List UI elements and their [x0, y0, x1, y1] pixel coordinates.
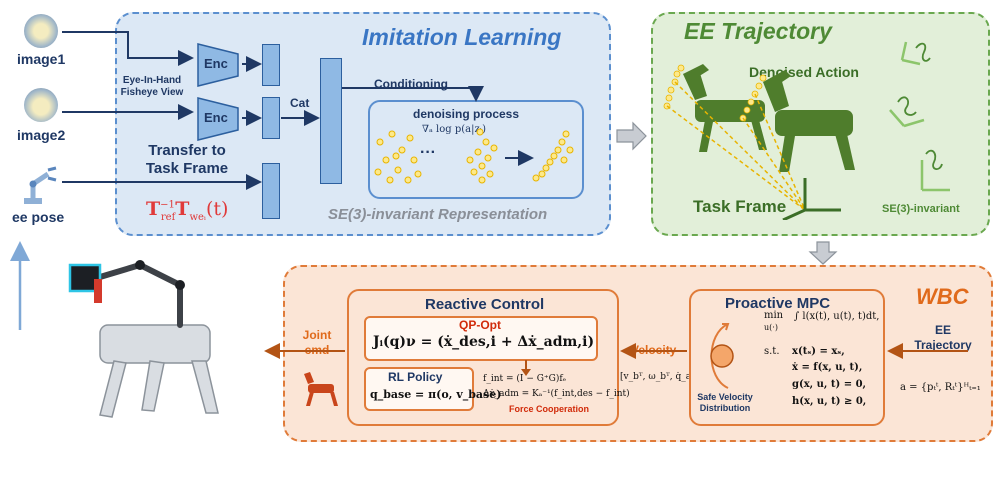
robot-arm-icon: [24, 166, 57, 204]
ee-trajectory-title: EE Trajectory: [684, 18, 832, 44]
imitation-learning-title: Imitation Learning: [362, 24, 562, 50]
transform-sup: −1: [160, 199, 175, 211]
task-frame-label: Task Frame: [693, 197, 787, 216]
rl-policy-box: [364, 367, 474, 411]
transform-sub2: weᵢ: [189, 211, 206, 223]
qp-opt-title: QP-Opt: [459, 318, 501, 332]
se3-invariant-label: SE(3)-invariant: [882, 203, 960, 215]
mpc-min: min: [764, 310, 784, 321]
mpc-constraint-3: g(x, u, t) = 0,: [792, 379, 867, 390]
image2-thumbnail: [24, 88, 58, 122]
mpc-constraint-1: x(tₛ) = xₛ,: [792, 346, 845, 357]
safe-velocity-label: Safe Velocity Distribution: [697, 392, 753, 413]
mpc-constraint-4: h(x, u, t) ≥ 0,: [792, 396, 867, 407]
ee-trajectory-input-label: EE Trajectory: [914, 323, 972, 352]
score-formula: ∇ₐ log p(a|zₜ): [422, 124, 487, 135]
image1-thumbnail: [24, 14, 58, 48]
proactive-mpc-title: Proactive MPC: [725, 295, 831, 312]
encoder-2-shape: [197, 97, 239, 141]
mpc-constraint-2: ẋ = f(x, u, t),: [792, 362, 863, 373]
real-robot-photo: [68, 260, 219, 418]
mpc-st: s.t.: [764, 346, 780, 357]
image2-label: image2: [17, 127, 66, 143]
action-formula: a = {pₜᵗ, Rₜᵗ}ᴴₜ₌₁: [900, 382, 981, 393]
encoder-1-shape: [197, 43, 239, 87]
eye-in-hand-note: Eye-In-Hand Fisheye View: [120, 75, 184, 98]
qp-to-force-arrow: [521, 360, 531, 376]
mpc-objective: ∫ l(x(t), u(t), t)dt,: [794, 311, 880, 322]
feature-bar-3: [262, 163, 280, 219]
denoising-dots: [374, 128, 574, 184]
qp-formula: Jᵢ(q)ν = (ẋ_des,i + Δẋ_adm,i): [373, 334, 595, 350]
transform-t1: T: [146, 198, 161, 220]
robot-dog-orange-icon: [304, 372, 338, 406]
fint-formula: f_int = (I − G⁺G)fₑ: [483, 374, 567, 384]
dx-adm-formula: Δẋ_adm = Kₐ⁻¹(f_int,des − f_int): [483, 389, 630, 399]
wbc-title: WBC: [916, 284, 969, 309]
transform-sub: ref: [160, 211, 176, 223]
transform-arg: (t): [205, 198, 229, 220]
velocity-vector: [v_bᵀ, ω_bᵀ, q̇_armᵀ]ᵀ: [620, 372, 715, 382]
ee-pose-label: ee pose: [12, 209, 65, 225]
feature-bar-1: [262, 44, 280, 86]
encoder-2-label: Enc: [204, 110, 228, 125]
se3-invariant-trajectories: [889, 41, 950, 192]
encoder-1-label: Enc: [204, 56, 228, 71]
denoising-process-title: denoising process: [413, 107, 520, 121]
se3-representation-label: SE(3)-invariant Representation: [328, 206, 548, 223]
rl-formula: q_base = π(o, v_base): [370, 388, 502, 401]
force-cooperation-label: Force Cooperation: [509, 404, 590, 414]
qp-opt-box: [364, 316, 598, 361]
image1-label: image1: [17, 51, 66, 67]
rl-policy-title: RL Policy: [388, 370, 443, 384]
cat-label: Cat: [290, 96, 310, 110]
mpc-min-sub: u(·): [764, 323, 778, 332]
robot-dog-silhouettes: [663, 64, 855, 220]
feature-bar-2: [262, 97, 280, 139]
transform-t2: T: [175, 198, 190, 220]
reactive-control-title: Reactive Control: [425, 296, 545, 313]
denoise-ellipsis: ···: [420, 144, 436, 161]
transform-formula: T−1refTweᵢ(t): [146, 198, 228, 223]
transfer-to-task-frame-label: Transfer to Task Frame: [145, 142, 229, 177]
concat-feature-bar: [320, 58, 342, 184]
safe-velocity-icon: [710, 323, 734, 389]
